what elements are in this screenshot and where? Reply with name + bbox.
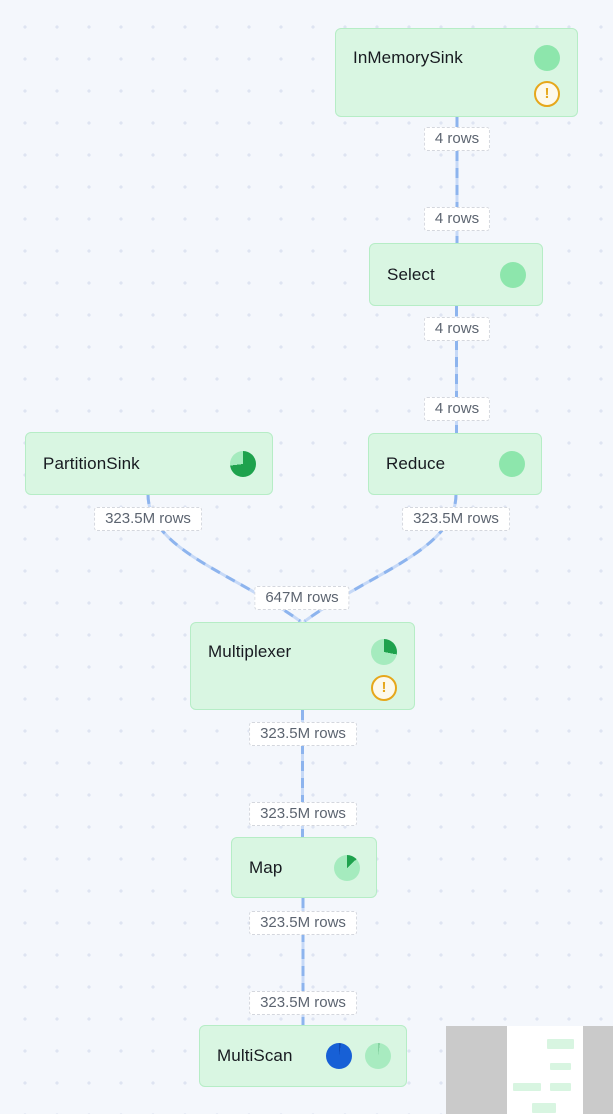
warning-icon[interactable]: !	[534, 81, 560, 107]
progress-circle-icon	[499, 451, 525, 477]
minimap-node	[547, 1039, 574, 1049]
edge-rows-label: 323.5M rows	[249, 802, 357, 826]
edge-rows-label: 4 rows	[423, 397, 491, 421]
warning-icon[interactable]: !	[371, 675, 397, 701]
minimap-node	[513, 1083, 541, 1091]
edge-rows-label: 647M rows	[254, 586, 350, 610]
node-icon-group	[326, 1043, 391, 1069]
node-map[interactable]: Map	[231, 837, 377, 898]
scan-progress-icon	[326, 1043, 352, 1069]
node-multiplexer[interactable]: Multiplexer !	[190, 622, 415, 710]
progress-circle-icon	[500, 261, 526, 288]
edge-rows-label: 4 rows	[423, 317, 491, 341]
edge-rows-label: 323.5M rows	[94, 507, 202, 531]
node-title: Multiplexer	[208, 642, 292, 661]
node-title: Map	[249, 857, 283, 877]
edge-rows-label: 323.5M rows	[249, 722, 357, 746]
progress-circle-icon	[365, 1043, 391, 1069]
minimap[interactable]	[446, 1026, 613, 1114]
node-multiscan[interactable]: MultiScan	[199, 1025, 407, 1087]
edge-rows-label: 4 rows	[423, 127, 491, 151]
node-partitionsink[interactable]: PartitionSink	[25, 432, 273, 495]
node-title: MultiScan	[217, 1046, 293, 1065]
progress-pie-icon	[371, 639, 397, 665]
minimap-node	[532, 1103, 556, 1113]
node-title: Reduce	[386, 454, 446, 473]
edge-rows-label: 323.5M rows	[249, 991, 357, 1015]
edge-rows-label: 323.5M rows	[402, 507, 510, 531]
progress-pie-icon	[334, 854, 360, 881]
node-reduce[interactable]: Reduce	[368, 433, 542, 495]
node-title: Select	[387, 264, 435, 284]
node-title: PartitionSink	[43, 453, 140, 473]
minimap-node	[550, 1063, 571, 1070]
node-title: InMemorySink	[353, 48, 463, 67]
progress-circle-icon	[534, 45, 560, 71]
node-inmemorysink[interactable]: InMemorySink !	[335, 28, 578, 117]
edge-rows-label: 323.5M rows	[249, 911, 357, 935]
node-select[interactable]: Select	[369, 243, 543, 306]
minimap-node	[550, 1083, 571, 1091]
edge-rows-label: 4 rows	[423, 207, 491, 231]
progress-pie-icon	[230, 450, 256, 477]
